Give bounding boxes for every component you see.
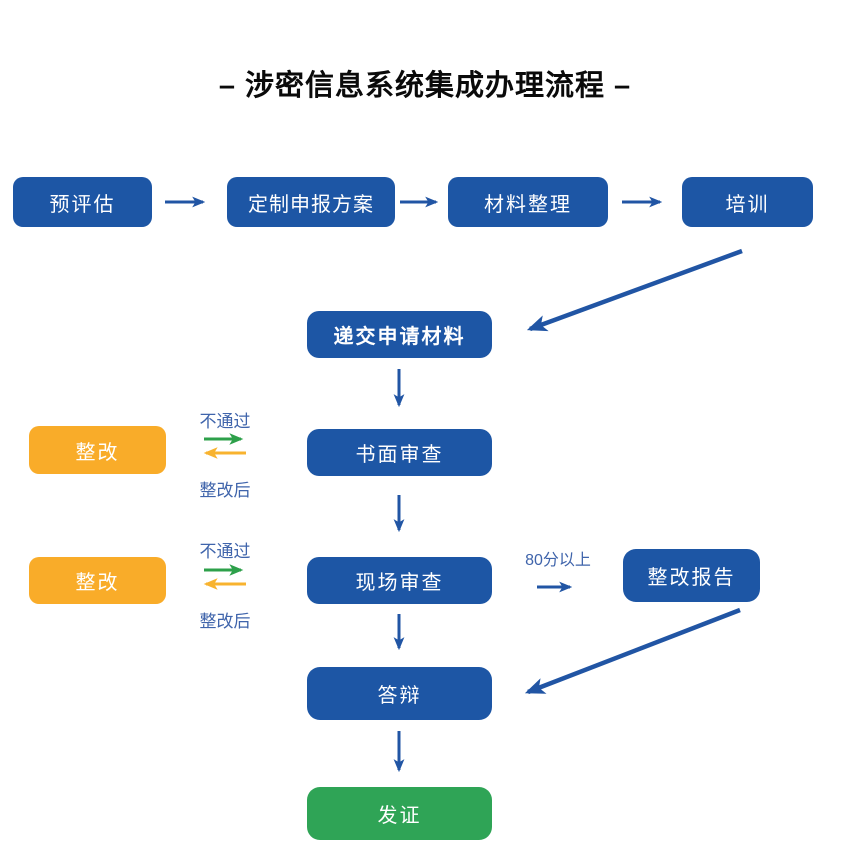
label-written-after-rectify: 整改后 bbox=[199, 481, 251, 500]
node-rectification-1: 整改 bbox=[29, 426, 166, 474]
node-rectification-2: 整改 bbox=[29, 557, 166, 604]
node-custom-plan: 定制申报方案 bbox=[227, 177, 395, 227]
label-score-above-80: 80分以上 bbox=[525, 552, 591, 569]
node-pre-assessment: 预评估 bbox=[13, 177, 152, 227]
node-material-arrange: 材料整理 bbox=[448, 177, 608, 227]
node-rectification-report: 整改报告 bbox=[623, 549, 760, 602]
node-onsite-review: 现场审查 bbox=[307, 557, 492, 604]
label-onsite-after-rectify: 整改后 bbox=[199, 612, 251, 631]
node-submit-materials: 递交申请材料 bbox=[307, 311, 492, 358]
node-written-review: 书面审查 bbox=[307, 429, 492, 476]
label-written-not-pass: 不通过 bbox=[199, 412, 251, 431]
node-issue-certificate: 发证 bbox=[307, 787, 492, 840]
arrow-report-to-defense bbox=[524, 607, 741, 695]
arrow-training-to-submit bbox=[526, 248, 743, 332]
page-title: – 涉密信息系统集成办理流程 – bbox=[218, 70, 632, 102]
node-training: 培训 bbox=[682, 177, 813, 227]
node-defense: 答辩 bbox=[307, 667, 492, 720]
label-onsite-not-pass: 不通过 bbox=[199, 542, 251, 561]
